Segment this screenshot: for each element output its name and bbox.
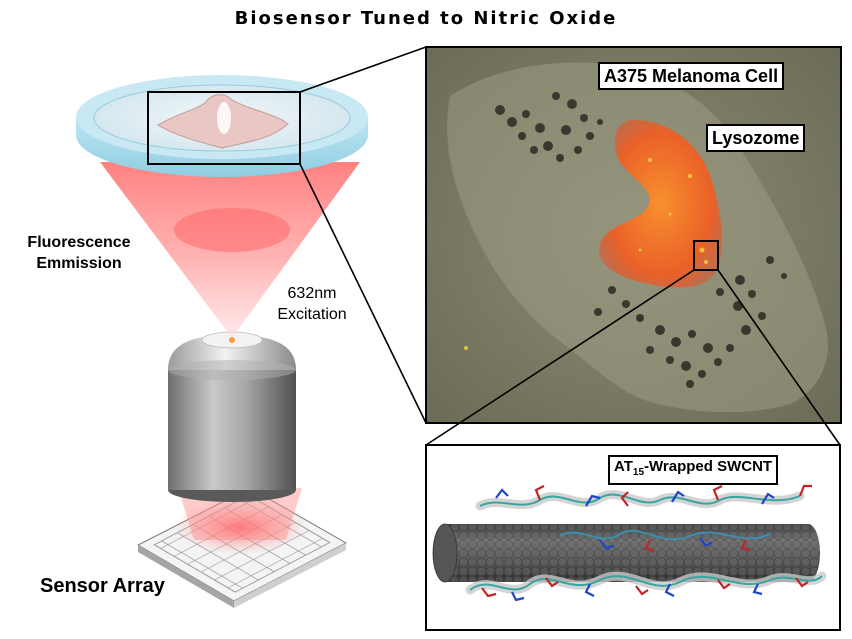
- lysosome-zoom-box: [693, 240, 719, 271]
- swcnt-label-suffix: -Wrapped SWCNT: [644, 458, 773, 475]
- fluorescence-emission-label: Fluorescence Emmission: [8, 232, 150, 274]
- zoom-connector-lines: [299, 46, 841, 446]
- connector-dish-top: [299, 46, 427, 93]
- petri-dish: [76, 75, 368, 177]
- focal-spot: [229, 337, 235, 343]
- connector-lyso-left: [425, 269, 695, 446]
- swcnt-label-prefix: AT: [614, 458, 633, 475]
- sensor-glow: [172, 499, 308, 555]
- cell-micrograph: [425, 46, 842, 424]
- excitation-line2: Excitation: [277, 306, 347, 323]
- fluorescent-spots: [464, 158, 708, 350]
- sensor-array-label: Sensor Array: [40, 575, 165, 597]
- excitation-line1: 632nm: [287, 285, 337, 302]
- dish-zoom-box: [147, 91, 301, 165]
- lysozome-label: Lysozome: [706, 124, 806, 152]
- excitation-label: 632nm Excitation: [262, 283, 362, 325]
- swcnt-label-subscript: 15: [632, 467, 645, 478]
- carbon-nanotube: [432, 523, 820, 583]
- figure-title: Biosensor Tuned to Nitric Oxide: [234, 8, 618, 29]
- emission-spot: [174, 208, 290, 252]
- fluorescence-line1: Fluorescence: [27, 234, 131, 251]
- objective-lens: [168, 331, 296, 502]
- connector-lyso-right: [717, 269, 841, 446]
- fluorescence-line2: Emmission: [36, 255, 122, 272]
- swcnt-label: AT15-Wrapped SWCNT: [608, 455, 779, 485]
- cell-label: A375 Melanoma Cell: [598, 62, 785, 90]
- excitation-cone: [100, 162, 360, 338]
- lysosome-region: [598, 119, 723, 288]
- dna-strands-front: [465, 484, 827, 602]
- connector-dish-bottom: [299, 163, 427, 424]
- sensor-array-chip: [136, 487, 348, 608]
